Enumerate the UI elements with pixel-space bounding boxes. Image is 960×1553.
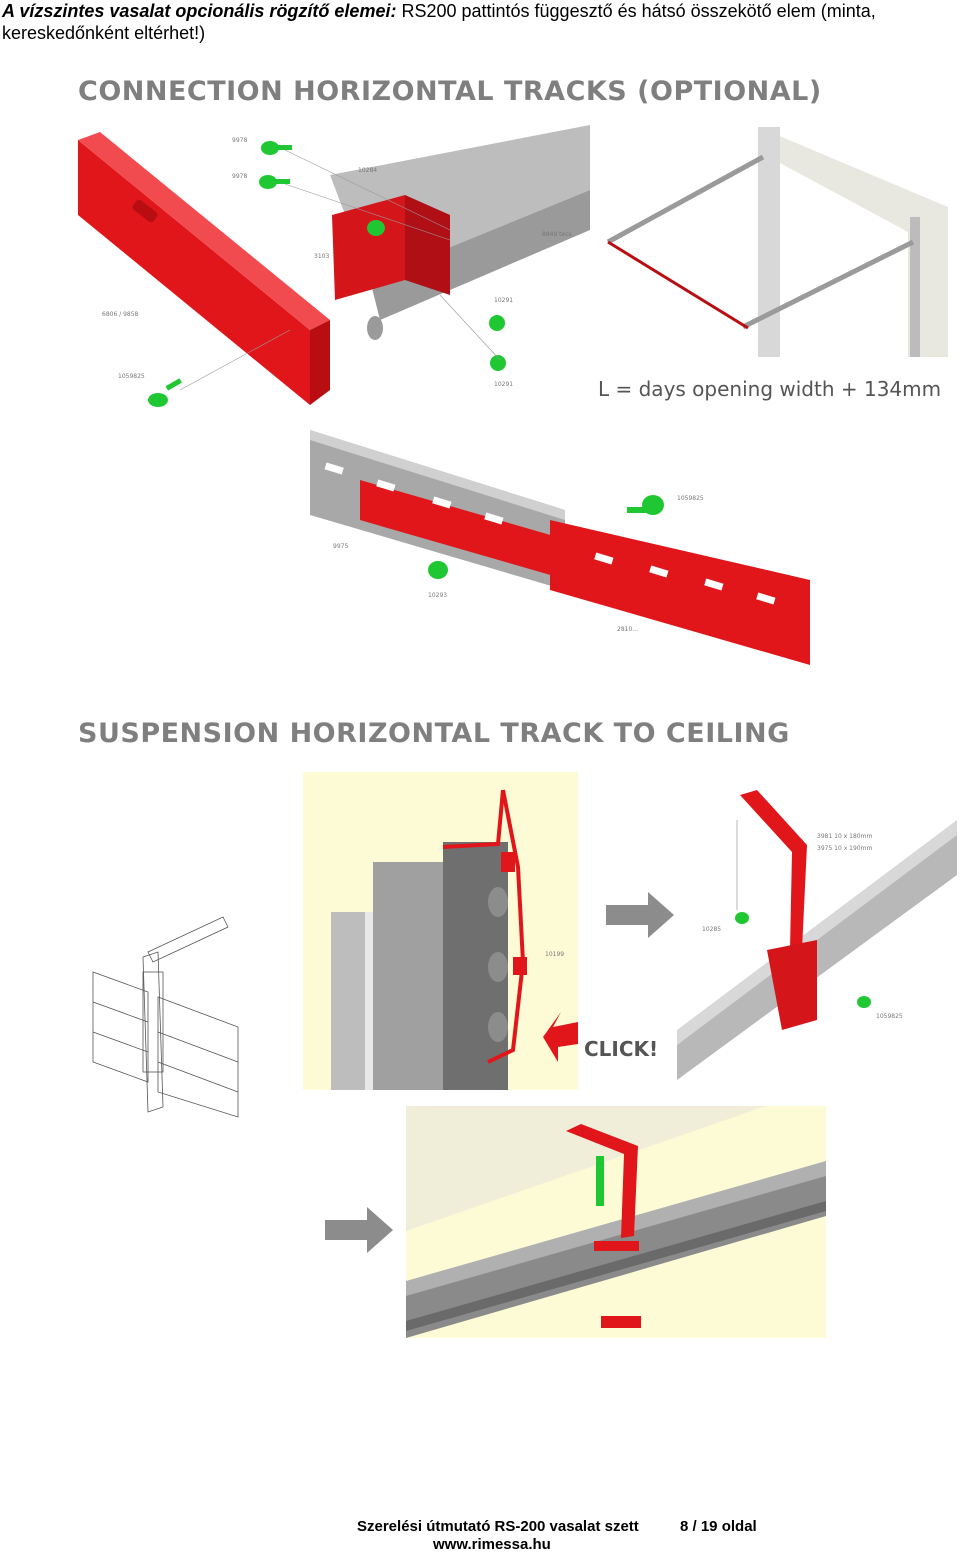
bracket-clip-illustration: 10199: [303, 772, 578, 1090]
section-title-connection: CONNECTION HORIZONTAL TRACKS (OPTIONAL): [78, 76, 822, 107]
svg-text:3981 10 x 180mm: 3981 10 x 180mm: [817, 833, 872, 840]
svg-text:6806 / 9858: 6806 / 9858: [102, 311, 139, 318]
svg-text:3103: 3103: [314, 253, 329, 260]
arrow-right-icon: [325, 1207, 393, 1253]
svg-text:1059825: 1059825: [876, 1013, 903, 1020]
svg-text:8849 tecs: 8849 tecs: [542, 231, 572, 238]
click-label: CLICK!: [584, 1037, 659, 1061]
footer-page-number: 8 / 19 oldal: [680, 1518, 757, 1535]
footer-website: www.rimessa.hu: [433, 1536, 551, 1553]
svg-text:9978: 9978: [232, 173, 247, 180]
svg-text:10199: 10199: [545, 951, 564, 958]
header-bold: A vízszintes vasalat opcionális rögzítő …: [2, 1, 397, 21]
svg-text:9975: 9975: [333, 543, 348, 550]
arrow-right-icon: [606, 892, 674, 938]
svg-text:10285: 10285: [702, 926, 721, 933]
svg-text:1059825: 1059825: [118, 373, 145, 380]
svg-text:2810...: 2810...: [617, 626, 638, 633]
svg-text:10291: 10291: [494, 297, 513, 304]
page-header: A vízszintes vasalat opcionális rögzítő …: [2, 0, 958, 44]
section-title-suspension: SUSPENSION HORIZONTAL TRACK TO CEILING: [78, 718, 790, 749]
width-formula: L = days opening width + 134mm: [598, 377, 942, 401]
footer-doc-title: Szerelési útmutató RS-200 vasalat szett: [357, 1518, 639, 1535]
door-frame-illustration: [606, 127, 948, 357]
header-text: RS200 pattintós függesztő és hátsó össze…: [2, 1, 876, 43]
bracket-on-track-illustration: 3981 10 x 180mm 3975 10 x 190mm 10285 1059…: [677, 790, 957, 1080]
svg-text:10284: 10284: [358, 167, 377, 174]
svg-text:9978: 9978: [232, 137, 247, 144]
svg-text:1059825: 1059825: [677, 495, 704, 502]
bracket-wireframe-illustration: [92, 916, 239, 1118]
svg-text:10291: 10291: [494, 381, 513, 388]
track-overlap-illustration: 1059825 9975 10293 2810...: [310, 430, 810, 665]
svg-text:10293: 10293: [428, 592, 447, 599]
mounted-track-illustration: [406, 1106, 826, 1338]
svg-text:3975 10 x 190mm: 3975 10 x 190mm: [817, 845, 872, 852]
